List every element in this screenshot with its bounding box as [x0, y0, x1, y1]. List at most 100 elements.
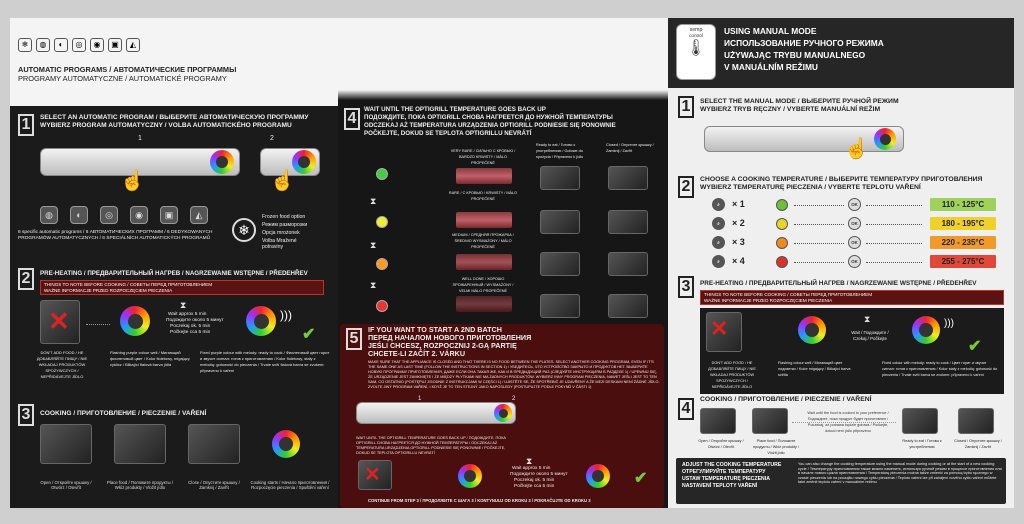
r-hourglass: ⧗: [864, 314, 871, 324]
r-ready-photo: [902, 408, 938, 434]
hourglass-3: ⧗: [370, 280, 377, 290]
poultry-program-icon: ◐: [70, 206, 88, 224]
program-icons-row: ❄ ◍ ◐ ◎ ◉ ▣ ◭: [18, 38, 140, 52]
mid-step5-3: JEŚLI CHCESZ, ROZPOCZNIJ 2-GĄ PARTIĘ: [368, 341, 517, 350]
ready-photo-2: [540, 210, 580, 234]
left-step1-line1: SELECT AN AUTOMATIC PROGRAM / ВЫБЕРИТЕ А…: [40, 114, 309, 121]
r-flashing: Flashing colour well / Мигающий цвет под…: [778, 361, 851, 377]
r-wait: Wait / Подождите / Czekaj / Počkejte: [851, 330, 889, 341]
r-step-1-number: 1: [678, 96, 694, 118]
r-cook-note: Wait until the food is cooked to your pr…: [807, 411, 889, 433]
no-food-cross-icon: ✕: [48, 306, 70, 336]
r-dial: [874, 128, 896, 150]
meat-program-icon: ▣: [160, 206, 178, 224]
adjust-3: USTAW TEMPERATURĘ PIECZENIA: [682, 476, 770, 482]
closed-photo-1: [608, 166, 648, 190]
r-step-4-number: 4: [678, 398, 694, 420]
temperature-range-box: 180 - 195°C: [930, 217, 996, 230]
mid-step5-4: CHCETE-LI ZAČÍT 2. VÁRKU: [368, 349, 466, 358]
burger-icon: ◍: [36, 38, 50, 52]
optigrill-control-panel: [40, 148, 240, 176]
left-fixed: Fixed purple colour with melody: ready t…: [200, 350, 330, 373]
press-count: × 2: [732, 218, 745, 228]
temperature-indicator-light: [776, 237, 788, 249]
ok-button: OK: [848, 217, 861, 230]
dotted-connector: [794, 224, 844, 225]
r-hand-pointer-icon: ☝: [844, 138, 869, 160]
mid-wait-3: Poczekaj ok. 5 min: [514, 478, 555, 483]
step-1-number: 1: [18, 114, 34, 136]
left-step3-title: COOKING / ПРИГОТОВЛЕНИЕ / PIECZENIE / VA…: [40, 410, 207, 417]
r-step4-title: COOKING / ПРИГОТОВЛЕНИЕ / PIECZENIE / VA…: [700, 396, 872, 403]
r-place-photo: [752, 408, 788, 434]
medium-steak: [456, 254, 512, 270]
r-bar-1: THINGS TO NOTE BEFORE COOKING / СОВЕТЫ П…: [704, 292, 873, 297]
dotted-connector: [866, 205, 922, 206]
r-flashing-dial: [798, 316, 826, 344]
optigrill-panel-2: [356, 402, 516, 424]
temperature-range-box: 110 - 125°C: [930, 198, 996, 211]
callout-1: 1: [138, 135, 142, 142]
temperature-indicator-light: [776, 218, 788, 230]
right-title-1: USING MANUAL MODE: [724, 26, 817, 36]
rare-label: RARE / С КРОВЬЮ / KRWISTY / MÁLO PROPEČE…: [448, 191, 518, 201]
ok-button: OK: [848, 198, 861, 211]
step-2-number: 2: [18, 268, 34, 290]
temperature-range-box: 255 - 275°C: [930, 255, 996, 268]
r-ready-dial: [912, 316, 940, 344]
hourglass-4: ⧗: [526, 456, 533, 466]
manual-button-icon: ⌕: [712, 255, 725, 268]
empty-plates-photo: [358, 460, 392, 490]
pork-icon: ◉: [90, 38, 104, 52]
closed-photo-2: [608, 210, 648, 234]
closed-photo-3: [608, 252, 648, 276]
r-cap-ready: Ready to eat / Готово к употреблению: [902, 439, 942, 449]
ready-photo-4: [540, 294, 580, 318]
snowflake-icon: ❄: [18, 38, 32, 52]
r-step1-1: SELECT THE MANUAL MODE / ВЫБЕРИТЕ РУЧНОЙ…: [700, 98, 899, 105]
r-cap-close: Closed / Опустите крышку / Zamknij / Zav…: [954, 439, 1002, 449]
dotted-connector: [866, 243, 922, 244]
no-food-cross-2: ✕: [364, 464, 381, 486]
ready-dial-2: [586, 464, 610, 488]
r-open-photo: [700, 408, 736, 434]
hand-pointer-icon-2: ☝: [270, 170, 295, 192]
ready-photo-3: [540, 252, 580, 276]
ready-dial: [246, 306, 276, 336]
left-title-1: AUTOMATIC PROGRAMS / АВТОМАТИЧЕСКИЕ ПРОГ…: [18, 65, 237, 74]
right-title-3: UŻYWAJĄC TRYBU MANUALNEGO: [724, 50, 866, 60]
r-preheat-box: [700, 308, 1004, 394]
left-wait-4: Počkejte cca 5 min: [170, 330, 211, 335]
left-wait-3: Poczekaj ok. 5 min: [170, 324, 211, 329]
frozen-5: potraviny: [262, 244, 284, 250]
closed-label: Closed / Опустите крышку / Zamknij / Zav…: [606, 143, 654, 153]
temperature-indicator-light: [776, 199, 788, 211]
callout-2: 2: [270, 135, 274, 142]
frozen-4: Volba Mražené: [262, 238, 297, 244]
manual-button-icon: ⌕: [712, 236, 725, 249]
dotted-connector: [866, 224, 922, 225]
very-rare-label: VERY RARE / СИЛЬНО С КРОВЬЮ / BARDZO KRW…: [450, 149, 516, 165]
place-food-photo: [114, 424, 166, 464]
mid-callout-2: 2: [512, 396, 516, 402]
r-cap-place: Place food / Положите продукты / Włóż pr…: [753, 439, 799, 455]
r-dont-add: DON'T ADD FOOD / НЕ ДОБАВЛЯЙТЕ ПИЩУ / NI…: [708, 361, 756, 389]
adjust-4: NASTAVENÍ TEPLOTY VAŘENÍ: [682, 483, 758, 489]
middle-header: [338, 18, 668, 94]
r-check-icon: ✔: [968, 338, 982, 355]
flashing-dial-2: [458, 464, 482, 488]
r-step2-1: CHOOSE A COOKING TEMPERATURE / ВЫБЕРИТЕ …: [700, 176, 983, 183]
mid-wait-4: Počkejte cca 5 min: [514, 484, 555, 489]
mid-wait-1: Wait approx 5 min: [512, 466, 551, 471]
left-cap-open: Open / Откройте крышку / Otwórz / Otevří…: [40, 480, 92, 490]
r-fixed: Fixed colour with melody: ready to cook …: [882, 361, 998, 377]
dotted-connector: [866, 262, 922, 263]
left-step2-title: PRE-HEATING / ПРЕДВАРИТЕЛЬНЫЙ НАГРЕВ / N…: [40, 270, 308, 277]
r-cap-open: Open / Откройте крышку / Otwórz / Otevří…: [698, 439, 744, 449]
r-optigrill-panel: [704, 126, 904, 152]
ok-button: OK: [848, 255, 861, 268]
left-bar-2: WAŻNE INFORMACJE PRZED ROZPOCZĘCIEM PIEC…: [44, 288, 173, 293]
adjust-2: ОТРЕГУЛИРУЙТЕ ТЕМПЕРАТУРУ: [682, 469, 766, 475]
burger-program-icon: ◍: [40, 206, 58, 224]
hourglass-1: ⧗: [370, 196, 377, 206]
